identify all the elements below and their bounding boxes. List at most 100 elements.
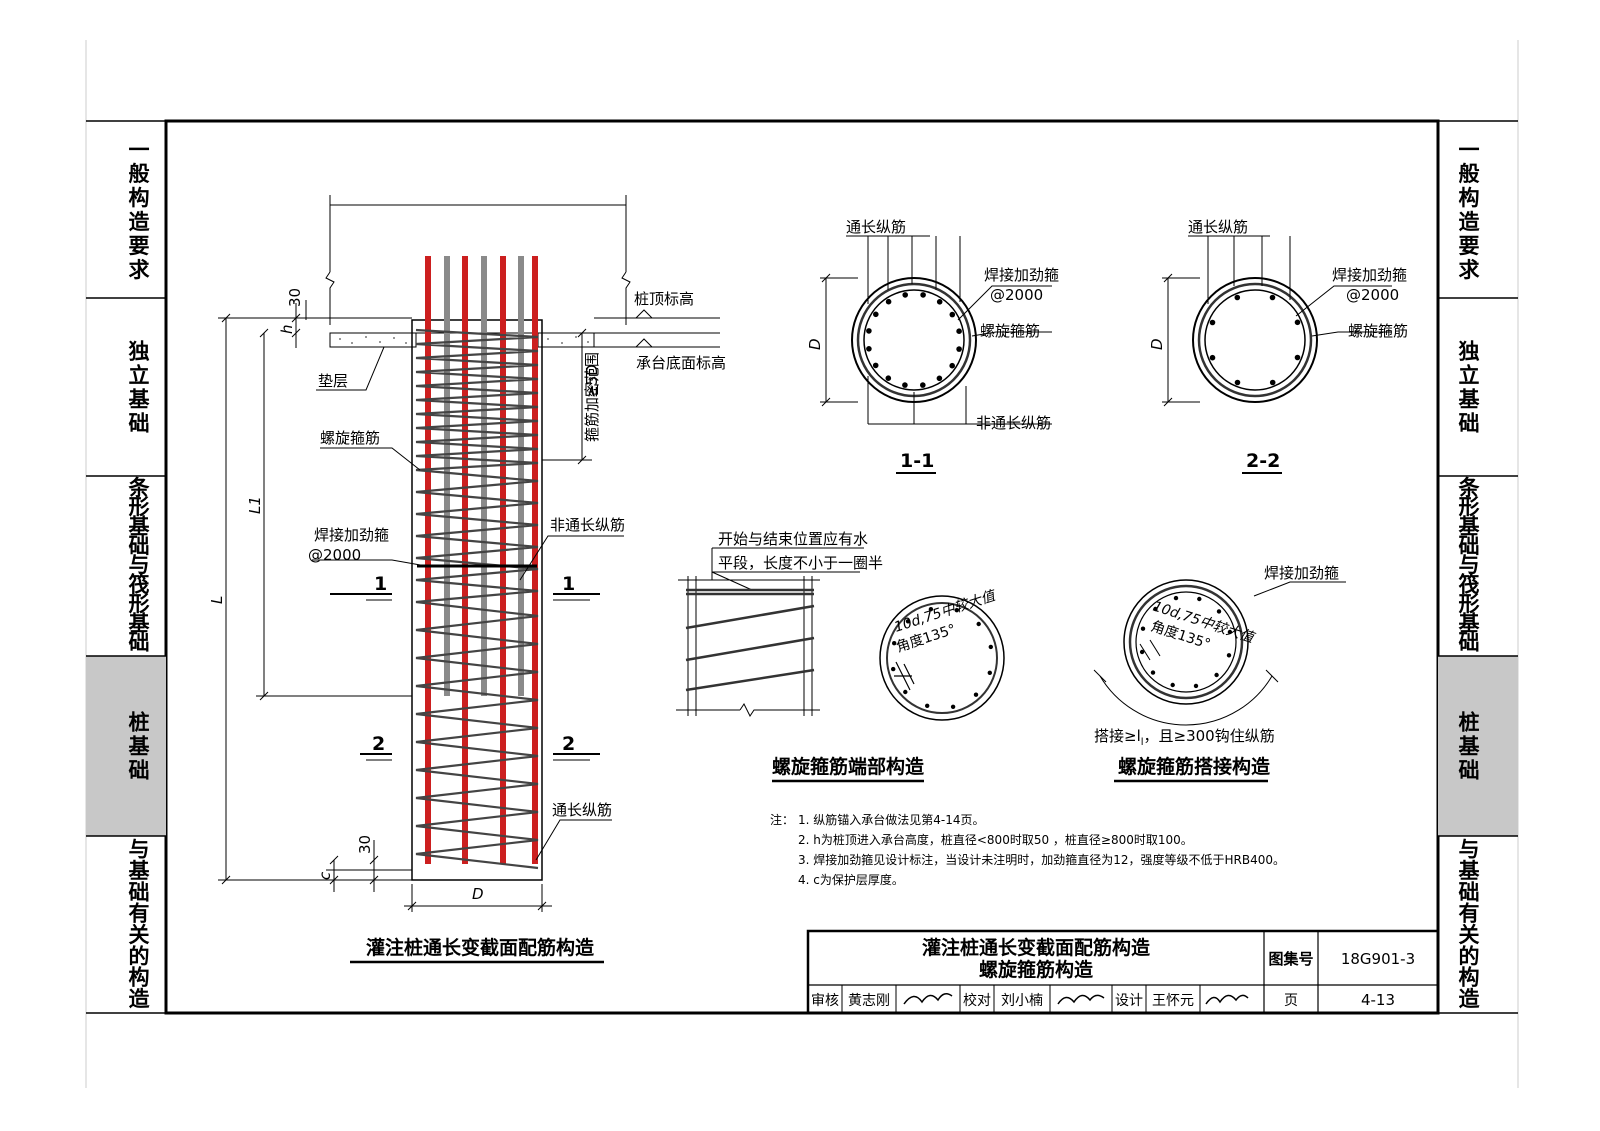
partial-long-bar [444,256,450,696]
active-tab-bg [1438,656,1518,836]
dense-zone-label: 箍筋加密范围 [583,352,601,442]
section-2-2: 通长纵筋 焊接加劲箍 @2000 螺旋箍筋 D 2-2 [1148,218,1408,474]
rebar-dot [925,703,930,708]
checker-name: 刘小楠 [1001,993,1043,1009]
rebar-dot [973,692,979,697]
dim-h-label: h [278,324,296,334]
end-circle-outer [879,595,1005,721]
lap-circle-outer [1123,579,1249,705]
rebar-dot [949,311,956,318]
rebar-dot [1197,596,1202,602]
rebar-dot [936,299,943,305]
rebar-dot [1294,319,1301,326]
section-1-1-leaders [820,235,1052,425]
rebar-dot [905,619,911,624]
active-tab-bg [86,656,166,836]
rebar-dot [1294,354,1301,361]
rebar-dot [956,328,962,335]
note-item-1: 1. 纵筋锚入承台做法见第4-14页。 [798,812,985,827]
rebar-dot [950,704,956,709]
atlas-no-label: 图集号 [1268,950,1313,968]
left-dimensions [218,300,412,892]
tab-general-requirements[interactable]: 一般构造要求 [1459,138,1481,282]
spiral-stirrup [415,328,539,870]
full-long-bar [500,256,506,864]
top-dimension [325,195,631,325]
s11-weld-stiffener-label: 焊接加劲箍 [984,266,1059,284]
rebar-dot [1234,294,1241,301]
rebar-dot [1269,379,1276,386]
rebar-dot [956,346,962,352]
check-label: 校对 [963,992,991,1009]
designer-name: 王怀元 [1152,993,1194,1009]
s11-section-label: 1-1 [900,450,934,472]
rebar-dot [1209,354,1216,361]
s11-partial-long-bar-label: 非通长纵筋 [976,414,1051,432]
pile-outline [411,319,543,881]
dim-d-label: D [472,885,484,903]
rebar-dot [866,328,872,334]
tab-isolated-foundation[interactable]: 独立基础 [129,340,151,436]
title-line1: 灌注桩通长变截面配筋构造 [922,936,1151,959]
pile-circle [851,277,977,403]
s22-spiral-stirrup-label: 螺旋箍筋 [1348,322,1408,340]
s22-weld-stiffener-label: 焊接加劲箍 [1332,266,1407,284]
tab-pile-foundation[interactable]: 桩基础 [129,711,151,783]
stiffener-circle [1204,289,1306,391]
section-1-1: 通长纵筋 焊接加劲箍 @2000 螺旋箍筋 非通长纵筋 D 1-1 [806,218,1059,474]
rebar-dot [920,382,926,388]
tab-strip-raft-foundation[interactable]: 条形基础与筏形基础 [129,476,151,655]
dim-30-top: 30 [286,288,304,307]
dim-30-bottom: 30 [356,835,374,854]
rebar-dot [873,311,879,318]
end-note-line2: 平段，长度不小于一圈半 [718,554,883,572]
rebar-dot [902,382,908,388]
rebar-dot [903,689,908,695]
rebar-dot [920,292,926,298]
rebar-dot [1227,629,1233,635]
rebar-dot [1140,626,1146,631]
tab-strip-raft-foundation[interactable]: 条形基础与筏形基础 [1459,476,1481,655]
end-note-line1: 开始与结束位置应有水 [718,530,868,548]
rebar-dot [1150,670,1156,675]
full-long-bar [532,256,538,864]
tab-related-construction[interactable]: 与基础有关的构造 [129,838,151,1011]
weld-spacing-label: @2000 [308,546,361,564]
note-item-3: 3. 焊接加劲箍见设计标注，当设计未注明时，加劲箍直径为12，强度等级不低于HR… [798,852,1285,867]
elevation-title: 灌注桩通长变截面配筋构造 [366,936,595,959]
spiral-circle [856,282,972,398]
tab-pile-foundation[interactable]: 桩基础 [1459,711,1481,783]
rebar-dot [1193,683,1199,689]
rebar-dot [866,346,872,352]
stiffener-circle [863,289,965,391]
rebar-dot [949,362,955,369]
dim-c-label: c [316,871,334,880]
rebar-dot [1214,672,1219,678]
tab-general-requirements[interactable]: 一般构造要求 [129,138,151,282]
s22-full-long-bar-label: 通长纵筋 [1188,218,1248,236]
lap-weld-stiffener-label: 焊接加劲箍 [1264,564,1339,582]
s11-weld-spacing-label: @2000 [990,286,1043,304]
spiral-stirrup-label: 螺旋箍筋 [320,429,380,447]
s22-dim-d: D [1148,338,1166,350]
note-item-4: 4. c为保护层厚度。 [798,872,904,887]
rebar-dot [1170,682,1175,688]
tab-related-construction[interactable]: 与基础有关的构造 [1459,838,1481,1011]
rebar-dot [976,621,981,627]
title-block: 灌注桩通长变截面配筋构造 螺旋箍筋构造 图集号 18G901-3 审核 黄志刚 … [806,929,1440,1015]
partial-long-bar [518,256,524,696]
rebar-dot [1269,294,1276,301]
tab-isolated-foundation[interactable]: 独立基础 [1459,340,1481,436]
rebar-dot [1209,319,1216,326]
lap-note: 搭接≥ll，且≥300钩住纵筋 [1094,727,1275,748]
s11-spiral-stirrup-label: 螺旋箍筋 [980,322,1040,340]
section-mark-1-right: 1 [562,573,575,595]
weld-stiffener-label: 焊接加劲箍 [314,526,389,544]
s11-dim-d: D [806,338,824,350]
bottom-d-dimension [404,884,552,912]
review-label: 审核 [811,993,839,1009]
end-spiral-lines [685,588,815,692]
lap-circle-spiral [1128,584,1244,700]
spiral-end-detail: 开始与结束位置应有水 平段，长度不小于一圈半 10d,75中较大值 角度135°… [676,530,1005,783]
